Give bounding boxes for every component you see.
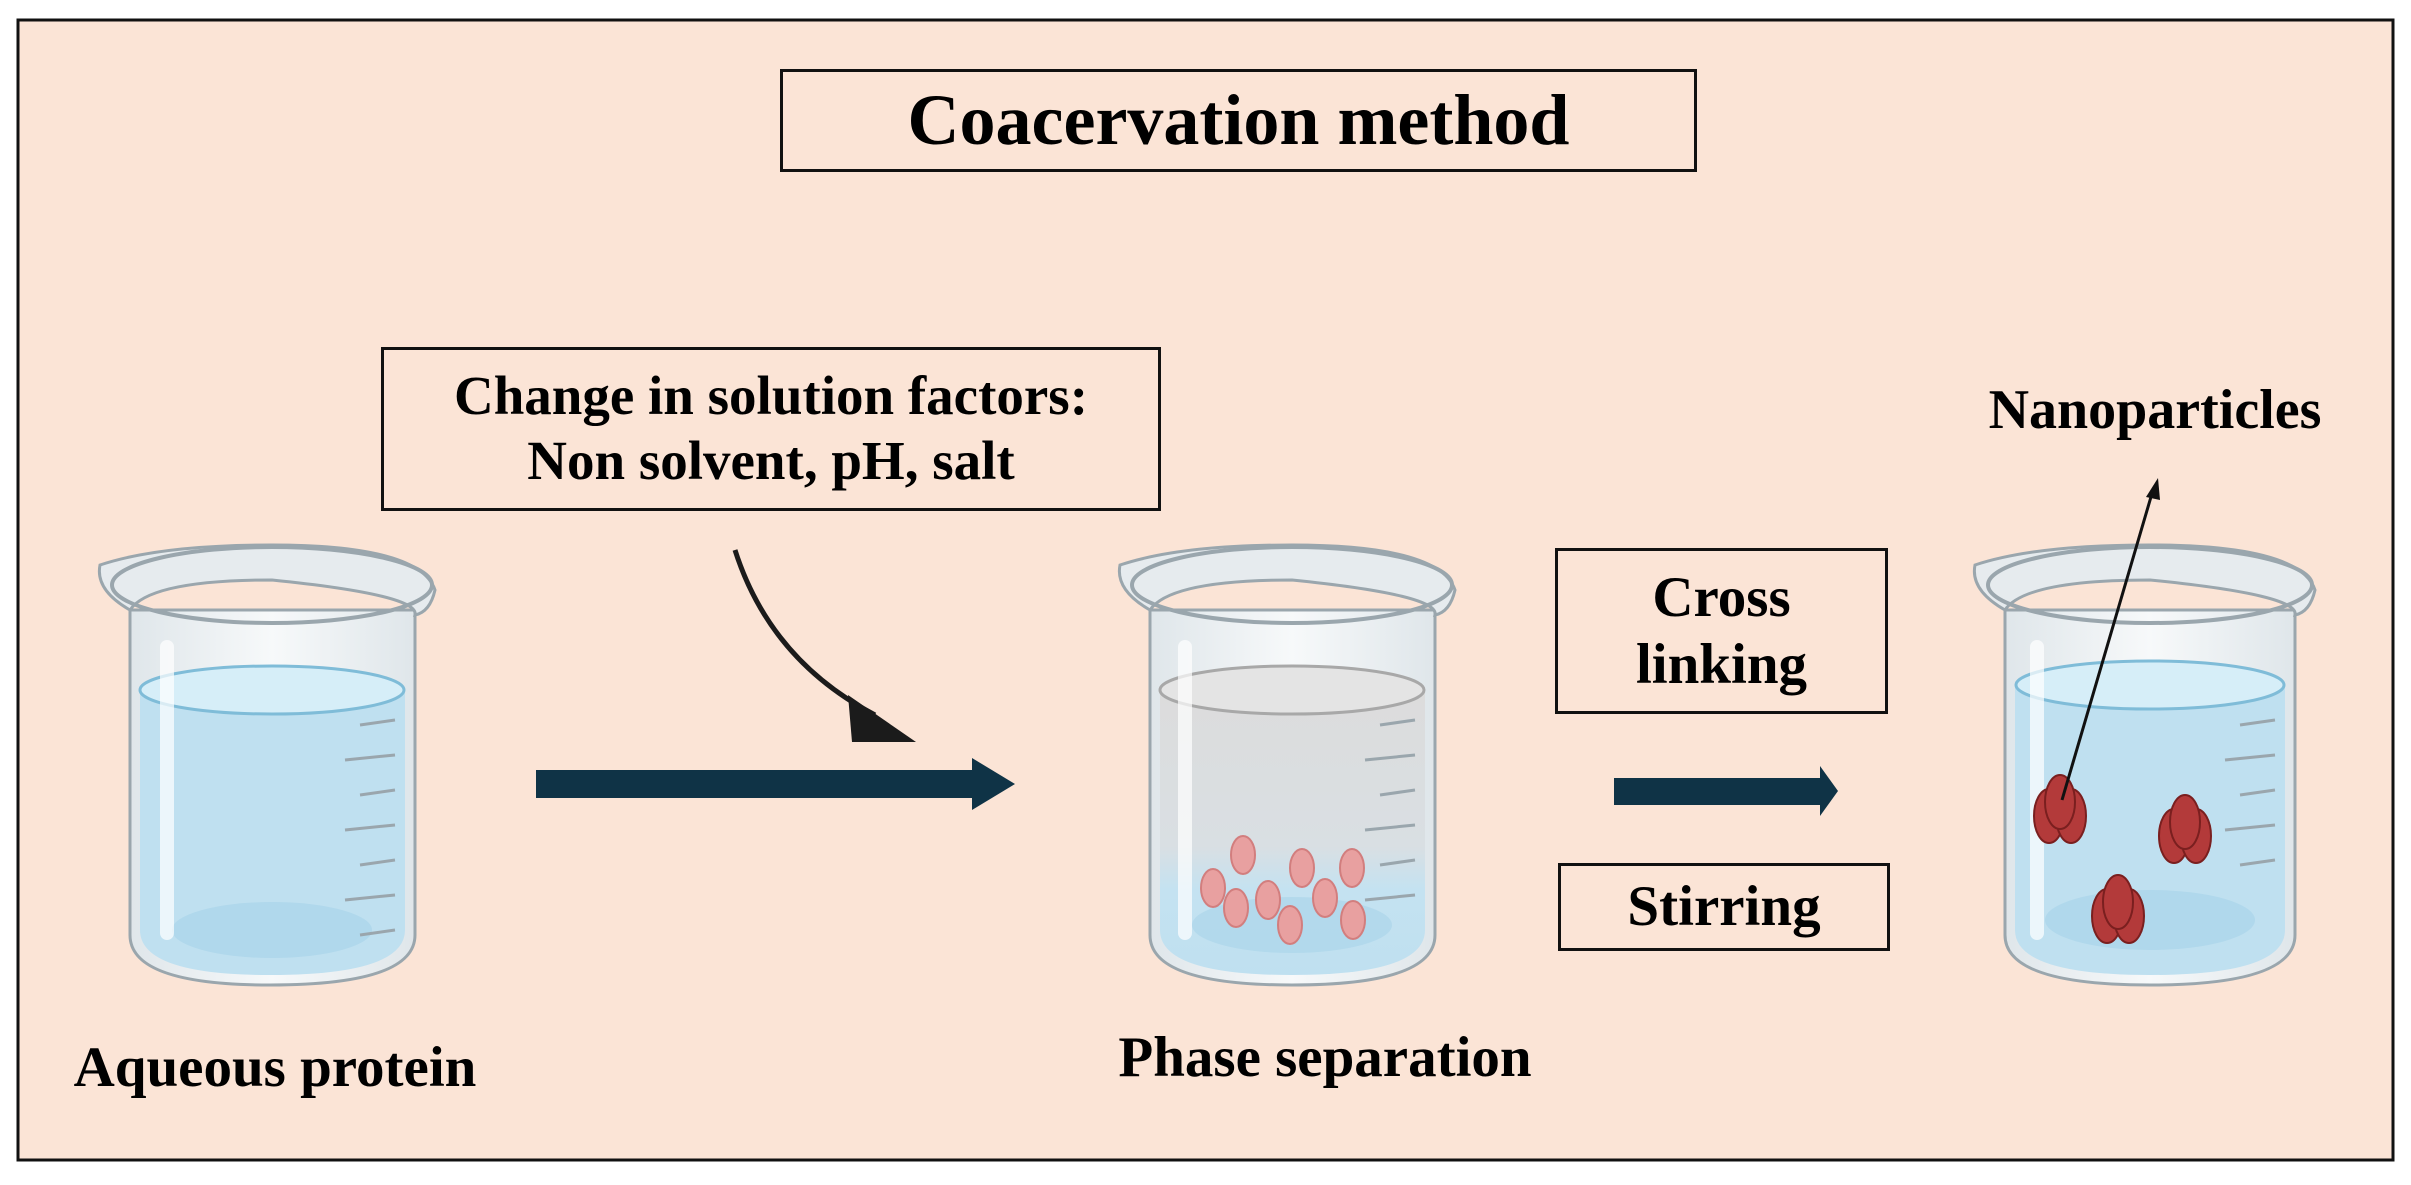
nanoparticle-clusters — [2033, 774, 2212, 944]
nanoparticle-cluster-icon — [2033, 774, 2087, 844]
process-arrow-2-icon — [1614, 766, 1838, 816]
phase-separation-label: Phase separation — [1118, 1026, 1532, 1089]
solution-factors-box: Change in solution factors: Non solvent,… — [381, 347, 1161, 511]
protein-droplet — [1340, 900, 1366, 940]
beaker-phase-separation-icon — [1117, 543, 1457, 987]
page-title: Coacervation method — [907, 80, 1570, 161]
protein-droplet — [1277, 905, 1303, 945]
stirring-label: Stirring — [1627, 875, 1821, 939]
title-box: Coacervation method — [780, 69, 1697, 172]
protein-droplet — [1223, 888, 1249, 928]
protein-droplet — [1312, 878, 1338, 918]
beaker-aqueous-protein-icon — [97, 543, 437, 987]
stirring-box: Stirring — [1558, 863, 1890, 951]
protein-droplet — [1200, 868, 1226, 908]
curved-arrow-icon — [732, 549, 916, 742]
factors-line-2: Non solvent, pH, salt — [527, 430, 1015, 491]
protein-droplets — [1200, 835, 1366, 945]
cross-linking-box: Cross linking — [1555, 548, 1888, 714]
cross-linking-line-2: linking — [1635, 633, 1808, 696]
beaker-nanoparticles-icon — [1972, 543, 2317, 987]
cross-linking-line-1: Cross — [1652, 565, 1791, 629]
nanoparticle-pointer-icon — [2060, 478, 2160, 801]
nanoparticle-cluster-icon — [2158, 794, 2212, 864]
protein-droplet — [1255, 880, 1281, 920]
process-arrow-1-icon — [536, 758, 1015, 810]
factors-line-1: Change in solution factors: — [453, 365, 1089, 427]
aqueous-protein-label: Aqueous protein — [73, 1036, 477, 1099]
protein-droplet — [1339, 848, 1365, 888]
protein-droplet — [1289, 848, 1315, 888]
nanoparticles-label: Nanoparticles — [1988, 379, 2322, 441]
nanoparticle-cluster-icon — [2091, 874, 2145, 944]
protein-droplet — [1230, 835, 1256, 875]
